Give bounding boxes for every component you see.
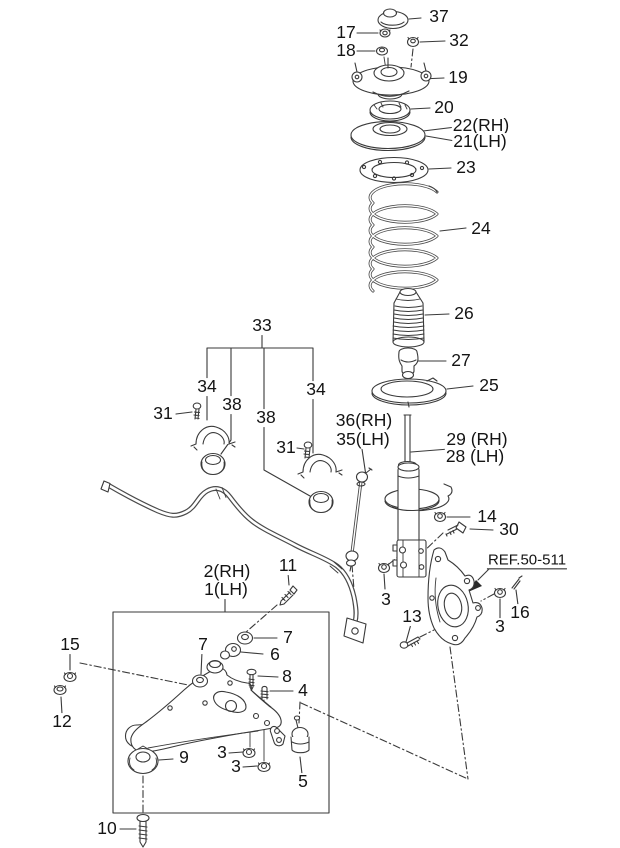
clamp-bolt-right — [303, 441, 313, 459]
spring-upper-seat — [350, 120, 426, 152]
cotter-pin — [511, 575, 523, 590]
pivot-nut-15 — [63, 671, 77, 683]
arm-bolt-11 — [279, 585, 298, 606]
strut-bracket-nut — [433, 511, 447, 523]
bump-stopper — [398, 347, 419, 380]
flange-nut — [406, 36, 420, 48]
strut-mount — [351, 57, 432, 100]
stabilizer-clamp-right — [297, 453, 343, 479]
strut-knuckle-nut — [377, 562, 391, 574]
lower-control-arm — [130, 659, 282, 753]
strut-cap — [377, 8, 409, 30]
spring-lower-pad — [371, 377, 447, 408]
stabilizer-clamp-left — [190, 425, 236, 451]
knuckle-nut — [493, 587, 507, 599]
stabilizer-bushing-right — [308, 490, 334, 514]
leader-lines — [60, 17, 519, 830]
steering-knuckle — [427, 547, 483, 646]
arm-washer-7-right — [236, 631, 254, 645]
clamp-bolt-left — [192, 402, 202, 420]
strut-assembly — [384, 414, 453, 578]
bushing-bolt-10 — [136, 813, 150, 848]
arm-nut-3a — [242, 747, 256, 759]
pivot-washer-12 — [53, 684, 67, 696]
stabilizer-bar — [100, 480, 367, 644]
arm-washer-7-left — [191, 674, 209, 688]
coil-spring — [368, 182, 439, 293]
arm-bolt-8 — [246, 668, 257, 691]
rear-bushing-9 — [127, 745, 159, 775]
dust-cover-bellows — [392, 287, 425, 348]
ball-joint-5 — [269, 715, 310, 754]
arm-nut-3b — [257, 761, 271, 773]
strut-bearing — [369, 100, 411, 122]
alignment-dash-lines — [79, 48, 495, 814]
stabilizer-link — [345, 467, 373, 572]
spring-seat-ring — [359, 156, 429, 184]
arm-stud-4 — [260, 685, 269, 700]
knuckle-bolt — [399, 636, 421, 649]
washer-nut — [375, 46, 389, 56]
self-locking-nut — [379, 28, 391, 38]
arm-bushing-6 — [219, 642, 242, 660]
strut-bracket-bolt — [445, 521, 467, 537]
stabilizer-bushing-left — [200, 452, 226, 476]
lower-arm-box — [112, 611, 330, 814]
